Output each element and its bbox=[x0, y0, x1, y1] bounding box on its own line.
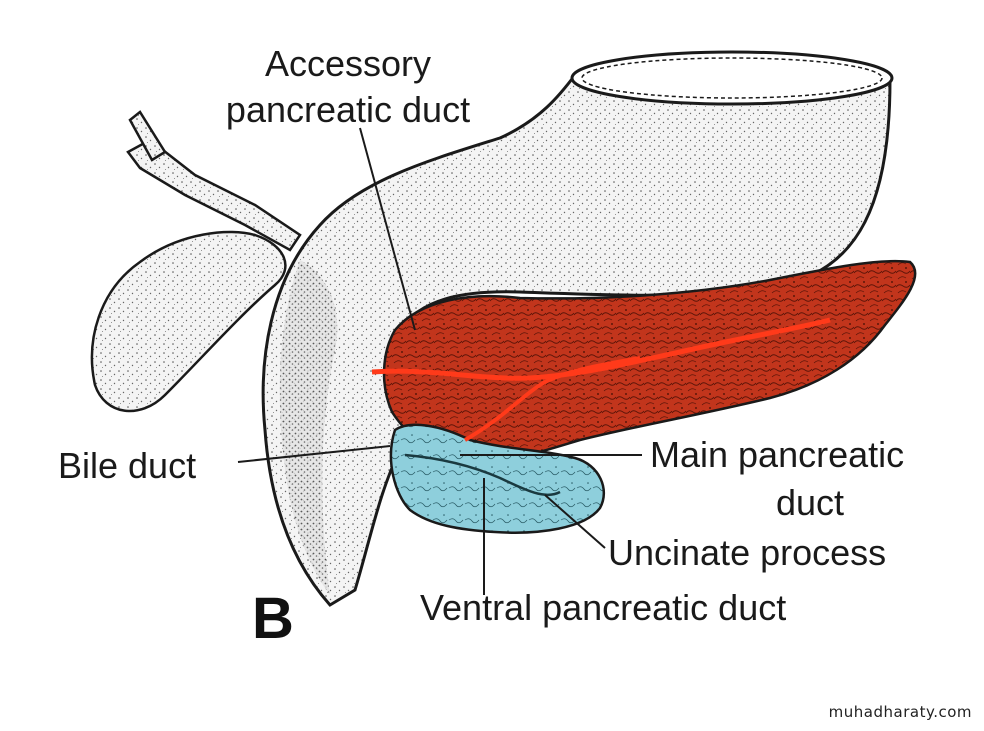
watermark: muhadharaty.com bbox=[828, 703, 972, 721]
panel-letter: B bbox=[252, 586, 294, 651]
duct-branch bbox=[464, 356, 641, 442]
uncinate-process bbox=[389, 423, 606, 534]
label-main-line2: duct bbox=[776, 482, 844, 523]
gallbladder bbox=[90, 230, 287, 413]
label-main-line1: Main pancreatic bbox=[650, 434, 904, 475]
ventral-duct bbox=[404, 453, 561, 497]
duodenum-opening bbox=[570, 50, 894, 106]
label-ventral: Ventral pancreatic duct bbox=[420, 587, 786, 628]
label-bile-duct: Bile duct bbox=[58, 445, 196, 486]
hepatic-duct-branches bbox=[126, 110, 302, 252]
label-accessory-line2: pancreatic duct bbox=[226, 89, 470, 130]
leader-lines bbox=[237, 127, 642, 595]
main-pancreatic-duct bbox=[371, 317, 831, 381]
label-accessory-line1: Accessory bbox=[265, 43, 431, 84]
label-uncinate: Uncinate process bbox=[608, 532, 886, 573]
duodenum-shading bbox=[279, 260, 338, 595]
